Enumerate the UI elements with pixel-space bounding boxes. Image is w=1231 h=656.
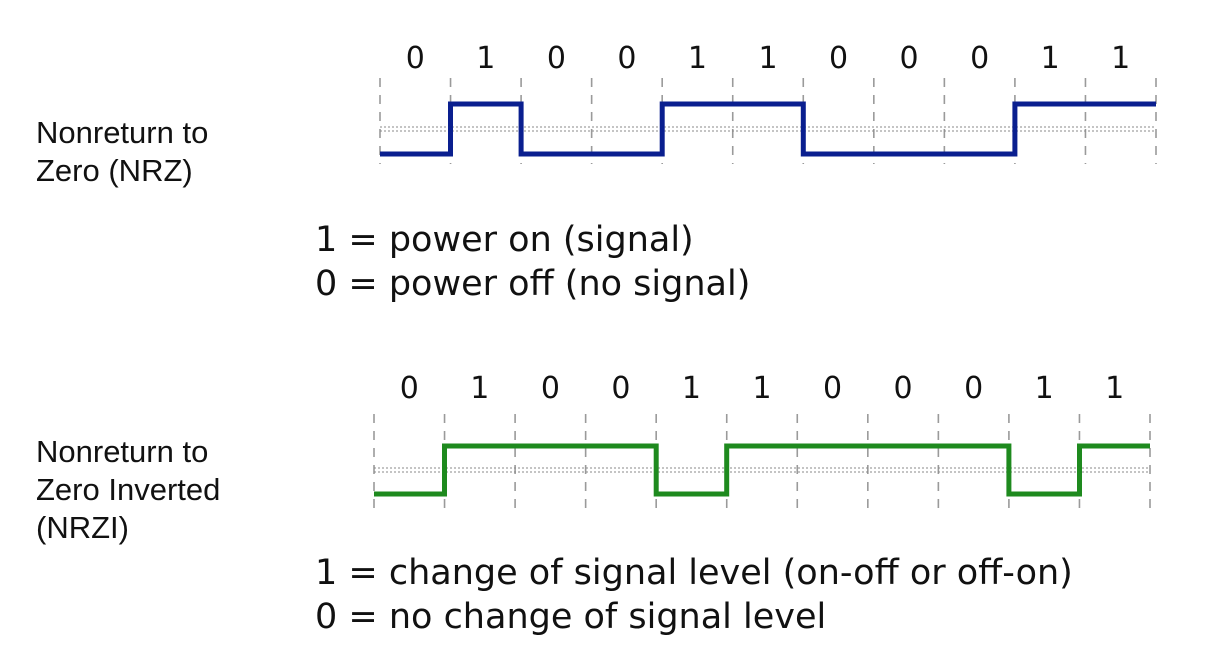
- nrzi-bit-label: 0: [611, 371, 630, 406]
- nrzi-bit-label: 0: [541, 371, 560, 406]
- nrz-bit-label: 0: [406, 41, 425, 76]
- nrzi-bit-label: 1: [1105, 371, 1124, 406]
- nrz-bit-label: 1: [1041, 41, 1060, 76]
- nrz-title-line-2: Zero (NRZ): [36, 153, 193, 188]
- nrzi-title-line-3: (NRZI): [36, 510, 129, 545]
- nrz-rule-zero: 0 = power off (no signal): [315, 264, 751, 304]
- nrz-bit-label: 0: [970, 41, 989, 76]
- nrzi-bit-label: 0: [823, 371, 842, 406]
- nrz-bit-label: 1: [1111, 41, 1130, 76]
- nrz-waveform-group: 0 1 0 0 1 1 0 0 0 1 1: [379, 41, 1157, 164]
- nrzi-bit-label: 1: [470, 371, 489, 406]
- nrz-bit-label: 1: [758, 41, 777, 76]
- nrzi-signal-line: [374, 443, 1150, 497]
- nrz-bit-label: 0: [829, 41, 848, 76]
- nrzi-bit-label: 1: [752, 371, 771, 406]
- nrz-signal-line: [380, 101, 1156, 157]
- nrzi-rules: 1 = change of signal level (on-off or of…: [315, 551, 1073, 639]
- nrzi-bit-label: 0: [894, 371, 913, 406]
- nrzi-rule-one: 1 = change of signal level (on-off or of…: [315, 553, 1073, 593]
- nrz-title: Nonreturn to Zero (NRZ): [36, 114, 208, 190]
- nrzi-bit-label: 0: [964, 371, 983, 406]
- nrz-bit-label: 0: [617, 41, 636, 76]
- nrzi-bit-label: 1: [1035, 371, 1054, 406]
- nrzi-bit-label: 0: [400, 371, 419, 406]
- nrzi-bit-label: 1: [682, 371, 701, 406]
- nrzi-title: Nonreturn to Zero Inverted (NRZI): [36, 433, 220, 547]
- nrz-bit-label: 1: [476, 41, 495, 76]
- nrz-bit-label: 1: [688, 41, 707, 76]
- nrzi-waveform-group: 0 1 0 0 1 1 0 0 0 1 1: [373, 371, 1151, 510]
- nrz-rules: 1 = power on (signal) 0 = power off (no …: [315, 218, 750, 306]
- nrz-title-line-1: Nonreturn to: [36, 115, 209, 150]
- nrz-rule-one: 1 = power on (signal): [315, 220, 694, 260]
- nrz-bit-label: 0: [547, 41, 566, 76]
- nrzi-rule-zero: 0 = no change of signal level: [315, 597, 827, 637]
- nrzi-title-line-1: Nonreturn to: [36, 434, 209, 469]
- nrzi-title-line-2: Zero Inverted: [36, 472, 221, 507]
- nrz-bit-label: 0: [900, 41, 919, 76]
